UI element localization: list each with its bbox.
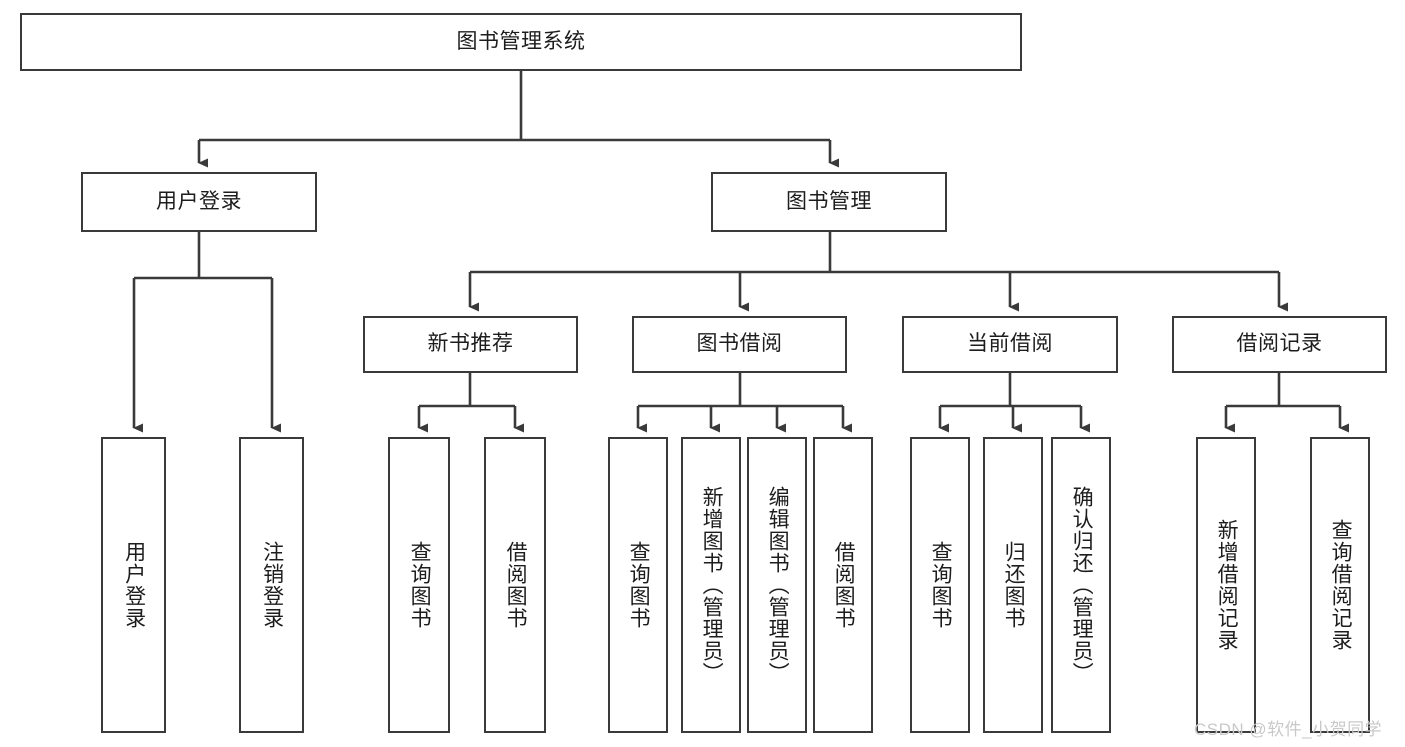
node-user-login[interactable]: 用户登录 [81,172,317,232]
node-label: 查询图书 [408,541,432,629]
node-borrow-record[interactable]: 借阅记录 [1172,316,1387,373]
node-label: 注销登录 [260,541,284,629]
node-label: 图书借阅 [696,332,783,356]
node-current-borrow[interactable]: 当前借阅 [902,316,1118,373]
node-leaf-borrow-book-2[interactable]: 借阅图书 [813,437,873,733]
node-leaf-return-book[interactable]: 归还图书 [983,437,1043,733]
node-leaf-query-record[interactable]: 查询借阅记录 [1310,437,1370,733]
node-label: 借阅图书 [832,541,856,629]
node-label: 新增图书（管理员） [700,486,724,684]
node-label: 新书推荐 [427,332,514,356]
node-label: 借阅图书 [504,541,528,629]
node-label: 归还图书 [1002,541,1026,629]
node-leaf-borrow-book-1[interactable]: 借阅图书 [484,437,546,733]
node-leaf-user-login[interactable]: 用户登录 [101,437,166,733]
node-leaf-edit-book[interactable]: 编辑图书（管理员） [747,437,807,733]
node-leaf-add-book[interactable]: 新增图书（管理员） [681,437,741,733]
node-leaf-query-book-2[interactable]: 查询图书 [608,437,668,733]
node-label: 用户登录 [156,189,242,213]
node-label: 图书管理系统 [456,29,586,53]
node-leaf-query-book-3[interactable]: 查询图书 [910,437,970,733]
node-label: 编辑图书（管理员） [766,486,790,684]
node-leaf-logout[interactable]: 注销登录 [239,437,304,733]
node-label: 新增借阅记录 [1215,519,1239,651]
node-root-system[interactable]: 图书管理系统 [20,13,1022,71]
node-book-borrow[interactable]: 图书借阅 [632,316,847,373]
node-leaf-add-record[interactable]: 新增借阅记录 [1196,437,1256,733]
node-new-book-recommend[interactable]: 新书推荐 [363,316,578,373]
node-label: 查询图书 [627,541,651,629]
node-book-management[interactable]: 图书管理 [711,172,947,232]
node-label: 当前借阅 [967,332,1053,356]
node-leaf-confirm-return[interactable]: 确认归还（管理员） [1051,437,1111,733]
node-label: 借阅记录 [1236,332,1323,356]
node-leaf-query-book-1[interactable]: 查询图书 [388,437,450,733]
node-label: 查询图书 [929,541,953,629]
node-label: 确认归还（管理员） [1070,486,1094,684]
node-label: 查询借阅记录 [1329,519,1353,651]
node-label: 用户登录 [122,541,146,629]
node-label: 图书管理 [786,189,872,213]
